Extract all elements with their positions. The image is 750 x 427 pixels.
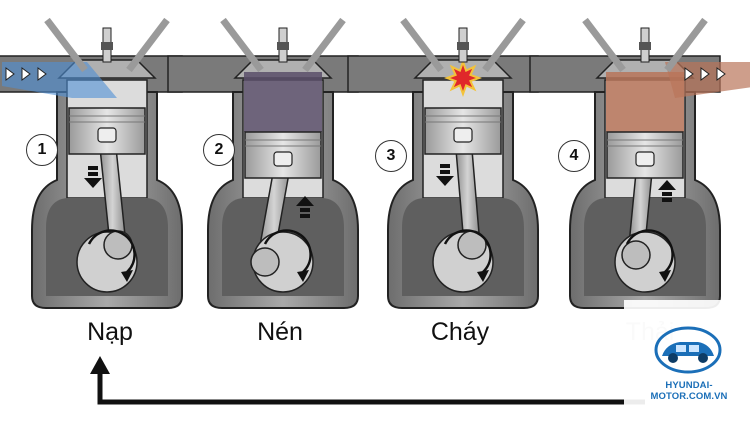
stage-4-stroke-arrow-bar2	[662, 198, 672, 202]
stage-1-label: Nạp	[30, 318, 190, 347]
stage-4-wrist-pin	[636, 152, 654, 166]
stage-2-wrist-pin	[274, 152, 292, 166]
stage-1-stroke-arrow-bar2	[88, 172, 98, 176]
cycle-arrow-head	[90, 356, 110, 374]
stage-2-label: Nén	[200, 318, 360, 347]
stage-3-stroke-arrow-bar1	[440, 164, 450, 168]
stage-3-spark-burst	[447, 62, 479, 94]
stage-3-stroke-arrow-bar2	[440, 170, 450, 174]
stage-1-spark-plug-nut	[101, 42, 113, 50]
stage-1-crank-pin	[104, 231, 132, 259]
stage-1-wrist-pin	[98, 128, 116, 142]
stage-2-crank-pin	[251, 248, 279, 276]
stage-4-spark-plug-nut	[639, 42, 651, 50]
stage-2-stroke-arrow-bar2	[300, 214, 310, 218]
stage-2-stroke-arrow-bar1	[300, 208, 310, 212]
stage-4-stroke-arrow-bar1	[662, 192, 672, 196]
watermark-car-logo	[652, 322, 724, 378]
stage-1-number: 1	[26, 134, 58, 166]
stage-2-gas-fill	[244, 72, 322, 132]
stage-4-number: 4	[558, 140, 590, 172]
stage-4-crank-pin	[622, 241, 650, 269]
stage-2-number: 2	[203, 134, 235, 166]
stage-2-spark-plug-nut	[277, 42, 289, 50]
stage-3-label: Cháy	[380, 318, 540, 347]
stage-1-stroke-arrow-bar1	[88, 166, 98, 170]
stage-3-number: 3	[375, 140, 407, 172]
cycle-return-arrow	[100, 372, 645, 402]
stage-3-wrist-pin	[454, 128, 472, 142]
stage-3-spark-plug-nut	[457, 42, 469, 50]
watermark-text: HYUNDAI-MOTOR.COM.VN	[630, 380, 748, 402]
stage-4-exhaust-flow	[665, 62, 750, 98]
